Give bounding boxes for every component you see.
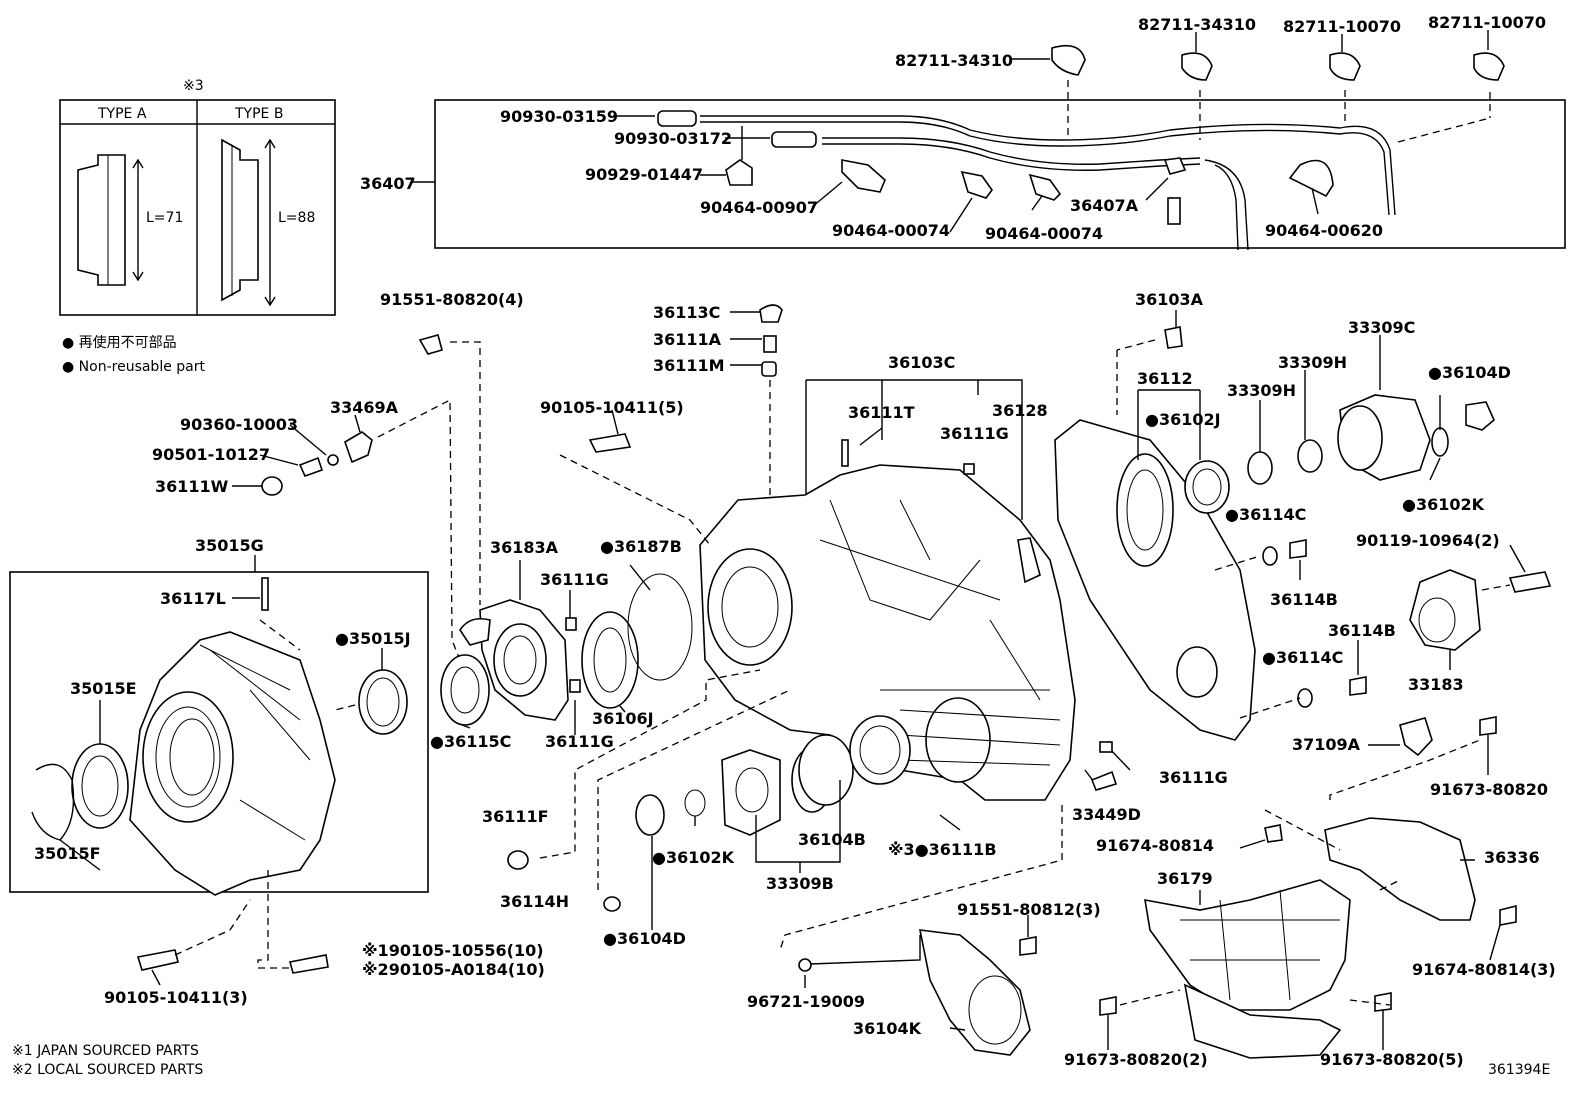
type-b-label: TYPE B xyxy=(234,106,283,122)
label-36102k-mid: ●36102K xyxy=(652,848,735,867)
label-35015g: 35015G xyxy=(195,536,264,555)
label-96721-19009: 96721-19009 xyxy=(747,992,865,1011)
label-36111g-d: 36111G xyxy=(1159,768,1228,787)
label-36114c-b: ●36114C xyxy=(1262,648,1343,667)
label-90464-00907: 90464-00907 xyxy=(700,198,818,217)
label-36111m: 36111M xyxy=(653,356,725,375)
label-33469a: 33469A xyxy=(330,398,399,417)
label-36102k-right: ●36102K xyxy=(1402,495,1485,514)
label-90929-01447: 90929-01447 xyxy=(585,165,703,184)
label-90105-a0184: ※290105-A0184(10) xyxy=(362,960,545,979)
label-36112: 36112 xyxy=(1137,369,1193,388)
label-82711-34310-b: 82711-34310 xyxy=(1138,15,1256,34)
footnote-japan: ※1 JAPAN SOURCED PARTS xyxy=(12,1043,199,1059)
label-36407: 36407 xyxy=(360,174,416,193)
label-90105-10411-3: 90105-10411(3) xyxy=(104,988,248,1007)
diagram-id: 361394E xyxy=(1488,1062,1550,1078)
label-90464-00074-a: 90464-00074 xyxy=(832,221,950,240)
label-36103c: 36103C xyxy=(888,353,955,372)
label-36111t: 36111T xyxy=(848,403,915,422)
label-90105-10411-5: 90105-10411(5) xyxy=(540,398,684,417)
label-36111g-c: 36111G xyxy=(545,732,614,751)
label-36111w: 36111W xyxy=(155,477,229,496)
label-36111g-a: 36111G xyxy=(940,424,1009,443)
label-33309b: 33309B xyxy=(766,874,834,893)
label-33183: 33183 xyxy=(1408,675,1464,694)
label-35015j: ●35015J xyxy=(335,629,411,648)
legend-jp: ● 再使用不可部品 xyxy=(62,334,177,351)
label-90119-10964: 90119-10964(2) xyxy=(1356,531,1500,550)
inset-marker: ※3 xyxy=(183,78,204,94)
label-33449d: 33449D xyxy=(1072,805,1141,824)
hose-group xyxy=(412,30,1566,251)
label-36111a: 36111A xyxy=(653,330,722,349)
label-36113c: 36113C xyxy=(653,303,720,322)
label-82711-10070-a: 82711-10070 xyxy=(1283,17,1401,36)
label-36111g-b: 36111G xyxy=(540,570,609,589)
transfer-case xyxy=(699,304,1076,801)
label-36106j: 36106J xyxy=(592,709,654,728)
label-37109a: 37109A xyxy=(1292,735,1361,754)
label-36104d-right: ●36104D xyxy=(1428,363,1511,382)
label-36336: 36336 xyxy=(1484,848,1540,867)
label-35015f: 35015F xyxy=(34,844,101,863)
label-91673-80820: 91673-80820 xyxy=(1430,780,1548,799)
label-36114h: 36114H xyxy=(500,892,569,911)
label-90105-10556: ※190105-10556(10) xyxy=(362,941,544,960)
label-36104k: 36104K xyxy=(853,1019,922,1038)
label-36103a: 36103A xyxy=(1135,290,1204,309)
label-90464-00620: 90464-00620 xyxy=(1265,221,1383,240)
label-91674-80814: 91674-80814 xyxy=(1096,836,1214,855)
label-35015e: 35015E xyxy=(70,679,137,698)
label-91674-80814-3: 91674-80814(3) xyxy=(1412,960,1556,979)
label-36407a: 36407A xyxy=(1070,196,1139,215)
label-36102j: ●36102J xyxy=(1145,410,1221,429)
label-36179: 36179 xyxy=(1157,869,1213,888)
label-36111b: ※3●36111B xyxy=(888,840,997,859)
skid-plates xyxy=(1099,716,1517,1059)
label-90930-03159: 90930-03159 xyxy=(500,107,618,126)
label-36114c-a: ●36114C xyxy=(1225,505,1306,524)
label-36111f: 36111F xyxy=(482,807,549,826)
label-90930-03172: 90930-03172 xyxy=(614,129,732,148)
left-small-parts xyxy=(232,334,711,735)
label-36104d-bottom: ●36104D xyxy=(603,929,686,948)
legend-en: ● Non-reusable part xyxy=(62,359,205,375)
type-b-length: L=88 xyxy=(278,210,315,226)
label-33309h-b: 33309H xyxy=(1227,381,1296,400)
label-90464-00074-b: 90464-00074 xyxy=(985,224,1103,243)
rear-cover xyxy=(1054,310,1495,741)
label-36128: 36128 xyxy=(992,401,1048,420)
part-labels: 82711-34310 82711-34310 82711-10070 8271… xyxy=(34,13,1556,1069)
type-inset: ※3 TYPE A TYPE B L=71 L=88 xyxy=(59,78,336,316)
label-90360-10003: 90360-10003 xyxy=(180,415,298,434)
label-91551-80812: 91551-80812(3) xyxy=(957,900,1101,919)
label-91673-80820-5: 91673-80820(5) xyxy=(1320,1050,1464,1069)
label-36183a: 36183A xyxy=(490,538,559,557)
type-a-label: TYPE A xyxy=(97,106,147,122)
label-90501-10127: 90501-10127 xyxy=(152,445,270,464)
label-33309h-a: 33309H xyxy=(1278,353,1347,372)
bottom-parts xyxy=(136,669,1131,1056)
label-36187b: ●36187B xyxy=(600,537,682,556)
oil-pump xyxy=(1409,544,1552,670)
label-36114b-a: 36114B xyxy=(1270,590,1338,609)
label-36115c: ●36115C xyxy=(430,732,511,751)
extension-housing-group xyxy=(9,555,429,969)
label-82711-34310-a: 82711-34310 xyxy=(895,51,1013,70)
label-91673-80820-2: 91673-80820(2) xyxy=(1064,1050,1208,1069)
label-33309c: 33309C xyxy=(1348,318,1415,337)
type-a-length: L=71 xyxy=(146,210,183,226)
label-82711-10070-b: 82711-10070 xyxy=(1428,13,1546,32)
footnote-local: ※2 LOCAL SOURCED PARTS xyxy=(12,1062,203,1078)
label-36114b-b: 36114B xyxy=(1328,621,1396,640)
label-91551-80820: 91551-80820(4) xyxy=(380,290,524,309)
label-36117l: 36117L xyxy=(160,589,226,608)
label-36104b: 36104B xyxy=(798,830,866,849)
